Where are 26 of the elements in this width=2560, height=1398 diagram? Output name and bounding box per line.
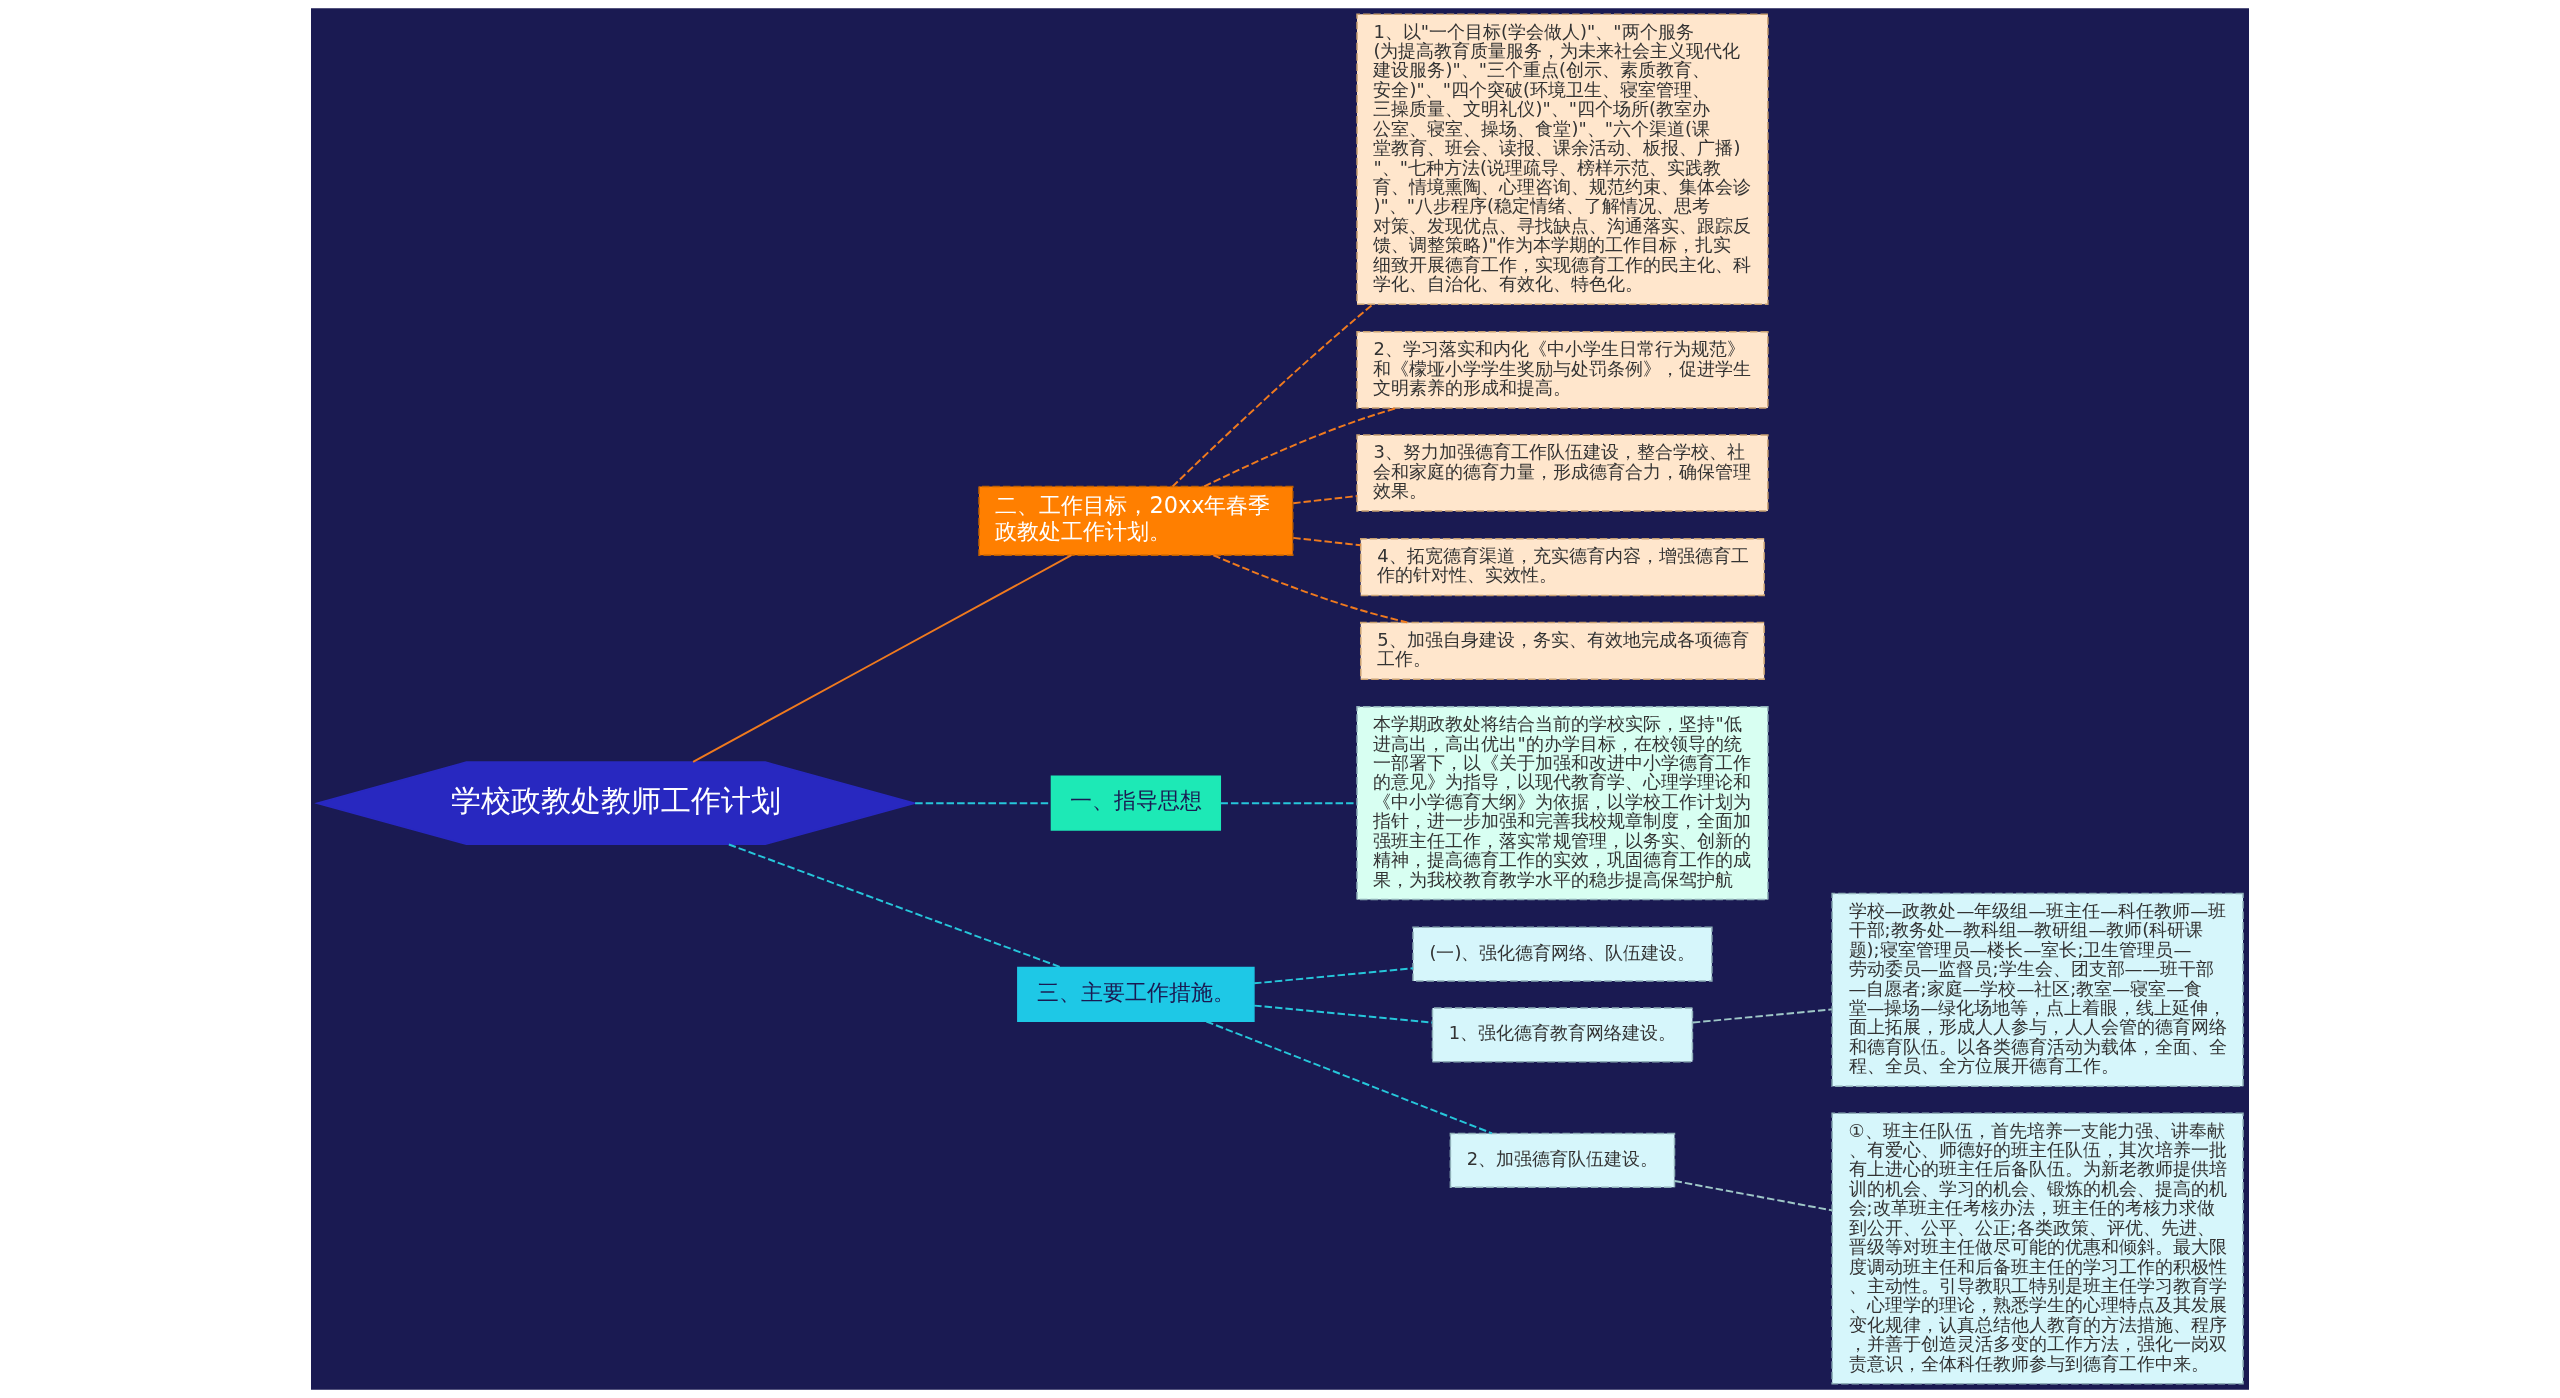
node-box: 2、加强德育队伍建设。 [1449, 1132, 1676, 1188]
connector [1203, 407, 1398, 488]
node-box: 1、强化德育教育网络建设。 [1431, 1007, 1694, 1063]
connector [692, 554, 1073, 763]
connector [1673, 1180, 1834, 1212]
connector [1212, 554, 1409, 624]
node-box: 1、以"一个目标(学会做人)"、"两个服务(为提高教育质量服务，为未来社会主义现代化建设服务)"、"三个重点(创示、素质教育、安全)"、"四个突破(环境卫生、寝室管理、三操质量、文明礼仪)"、"四个场所(教室办公室、寝室、操场、食堂)"、"六个渠道(课堂教育、班会、读报、课余活动、板报、广播)"、"七种方法(说理疏导、榜样示范、实践教育、情境熏陶、心理咨询、规范约束、集体会诊)"、"八步程序(稳定情绪、了解情况、思考对策、发现优点、寻找缺点、沟通落实、跟踪反馈、调整策略)"作为本学期的工作目标，扎实细致开展德育工作，实现德育工作的民主化、科学化、自治化、有效化、特色化。 [1356, 13, 1769, 305]
connector [727, 843, 1063, 969]
node-box: 二、工作目标，20xx年春季政教处工作计划。 [978, 485, 1294, 556]
node-box: ①、班主任队伍，首先培养一支能力强、讲奉献、有爱心、师德好的班主任队伍，其次培养一批有上进心的班主任后备队伍。为新老教师提供培训的机会、学习的机会、锻炼的机会、提高的机会;改革班主任考核办法，班主任的考核力求做到公开、公平、公正;各类政策、评优、先进、晋级等对班主任做尽可能的优惠和倾斜。最大限度调动班主任和后备班主任的学习工作的积极性、主动性。引导教职工特别是班主任学习教育学、心理学的理论，熟悉学生的心理特点及其发展变化规律，认真总结他人教育的方法措施、程序，并善于创造灵活多变的工作方法，强化一岗双责意识，全体科任教师参与到德育工作中来。 [1831, 1112, 2244, 1385]
node-box: 4、拓宽德育渠道，充实德育内容，增强德育工作的针对性、实效性。 [1360, 538, 1765, 597]
connector [1171, 303, 1374, 488]
connector [1292, 495, 1358, 505]
node-box: 一、指导思想 [1050, 775, 1222, 831]
node-box: 3、努力加强德育工作队伍建设，整合学校、社会和家庭的德育力量，形成德育合力，确保管理效果。 [1356, 434, 1769, 512]
node-box: (一)、强化德育网络、队伍建设。 [1412, 926, 1713, 982]
connector [1292, 536, 1362, 547]
connector [1205, 1020, 1493, 1135]
node-box: 2、学习落实和内化《中小学生日常行为规范》和《檬垭小学学生奖励与处罚条例》，促进学生文明素养的形成和提高。 [1356, 331, 1769, 409]
node-box: 5、加强自身建设，务实、有效地完成各项德育工作。 [1360, 621, 1765, 680]
connector [1692, 1008, 1833, 1024]
node-box: 本学期政教处将结合当前的学校实际，坚持"低进高出，高出优出"的办学目标，在校领导的统一部署下，以《关于加强和改进中小学德育工作的意见》为指导，以现代教育学、心理学理论和《中小学德育大纲》为依据，以学校工作计划为指针，进一步加强和完善我校规章制度，全面加强班主任工作，落实常规管理，以务实、创新的精神，提高德育工作的实效，巩固德育工作的成果，为我校教育教学水平的稳步提高保驾护航 [1356, 706, 1769, 901]
node-box: 三、主要工作措施。 [1017, 966, 1255, 1023]
node-box: 学校—政教处—年级组—班主任—科任教师—班干部;教务处—教科组—教研组—教师(科研课题);寝室管理员—楼长—室长;卫生管理员—劳动委员—监督员;学生会、团支部——班干部—自愿者;家庭—学校—社区;教室—寝室—食堂—操场—绿化场地等，点上着眼，线上延伸，面上拓展，形成人人参与，人人会管的德育网络和德育队伍。以各类德育活动为载体，全面、全程、全员、全方位展开德育工作。 [1831, 892, 2244, 1088]
connector [1253, 1004, 1434, 1024]
connector [1253, 967, 1414, 985]
